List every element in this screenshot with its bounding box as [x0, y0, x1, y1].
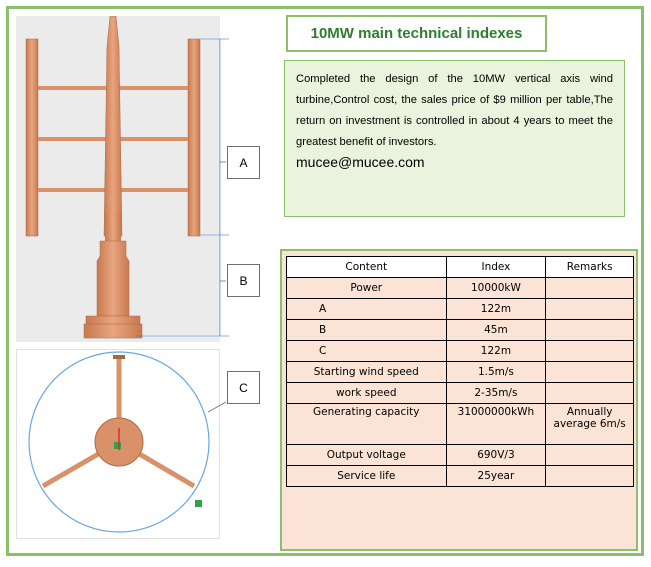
cell-remarks [545, 465, 634, 487]
turbine-top-view [16, 349, 220, 539]
cell-remarks [545, 361, 634, 383]
callout-a: A [227, 146, 260, 179]
cell-index: 122m [445, 298, 547, 320]
cell-remarks [545, 277, 634, 299]
cell-index: 25year [445, 465, 547, 487]
table-row: Service life 25year [286, 465, 634, 487]
cell-index: 1.5m/s [445, 361, 547, 383]
cell-index: 10000kW [445, 277, 547, 299]
table-row: B 45m [286, 319, 634, 341]
table-row: C 122m [286, 340, 634, 362]
table-row: Generating capacity 31000000kWh Annually… [286, 403, 634, 445]
cell-remarks [545, 340, 634, 362]
cell-content: C [286, 340, 447, 362]
table-row: Starting wind speed 1.5m/s [286, 361, 634, 383]
turbine-top-view-svg [28, 351, 210, 533]
cell-index: 2-35m/s [445, 382, 547, 404]
cell-remarks [545, 444, 634, 466]
description-box: Completed the design of the 10MW vertica… [284, 60, 625, 217]
cell-index: 31000000kWh [445, 403, 547, 445]
table-row: A 122m [286, 298, 634, 320]
cell-content: Power [286, 277, 447, 299]
table-row: Power 10000kW [286, 277, 634, 299]
description-text: Completed the design of the 10MW vertica… [296, 73, 613, 148]
header-index: Index [445, 256, 547, 278]
turbine-side-view-svg [25, 15, 228, 339]
cell-content: A [286, 298, 447, 320]
header-remarks: Remarks [545, 256, 634, 278]
cell-content: work speed [286, 382, 447, 404]
cell-remarks [545, 298, 634, 320]
table-row: work speed 2-35m/s [286, 382, 634, 404]
turbine-side-view [16, 15, 228, 342]
table-header-row: Content Index Remarks [286, 256, 634, 278]
callout-c: C [227, 371, 260, 404]
table-row: Output voltage 690V/3 [286, 444, 634, 466]
cell-content: B [286, 319, 447, 341]
page-title: 10MW main technical indexes [286, 15, 547, 52]
header-content: Content [286, 256, 447, 278]
spec-table: Content Index Remarks Power 10000kW A 12… [286, 256, 634, 487]
contact-email: mucee@mucee.com [296, 154, 425, 170]
cell-remarks: Annually average 6m/s [545, 403, 634, 445]
cell-remarks [545, 382, 634, 404]
cell-remarks [545, 319, 634, 341]
cell-content: Starting wind speed [286, 361, 447, 383]
callout-b: B [227, 264, 260, 297]
cell-index: 45m [445, 319, 547, 341]
cell-content: Output voltage [286, 444, 447, 466]
cell-content: Generating capacity [286, 403, 447, 445]
cell-content: Service life [286, 465, 447, 487]
cell-index: 122m [445, 340, 547, 362]
spec-table-box: Content Index Remarks Power 10000kW A 12… [280, 249, 638, 551]
cell-index: 690V/3 [445, 444, 547, 466]
